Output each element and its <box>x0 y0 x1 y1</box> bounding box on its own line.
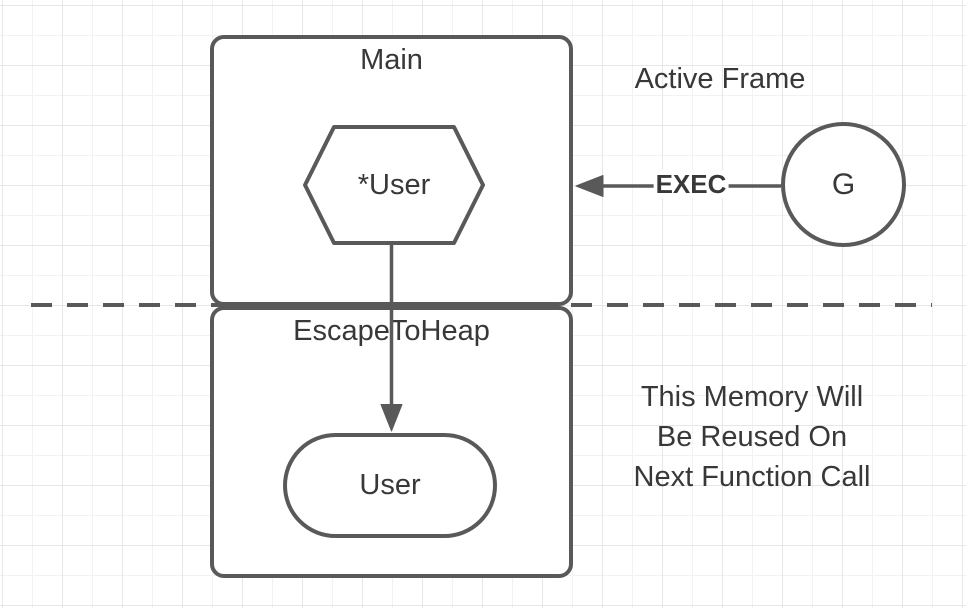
memory-reuse-line-1: This Memory Will <box>640 381 864 413</box>
user-value-pill: User <box>283 433 497 538</box>
memory-reuse-annotation: This Memory Will Be Reused On Next Funct… <box>634 377 871 497</box>
pointer-hexagon-label: *User <box>357 168 431 201</box>
memory-reuse-line-3: Next Function Call <box>633 461 871 493</box>
user-value-label: User <box>359 469 421 501</box>
main-frame-title: Main <box>360 44 423 76</box>
memory-reuse-line-2: Be Reused On <box>656 421 848 453</box>
exec-arrow-label: EXEC <box>653 169 729 199</box>
goroutine-label: G <box>831 167 856 201</box>
active-frame-annotation: Active Frame <box>634 63 806 95</box>
hexagon-shape <box>303 125 485 245</box>
goroutine-circle: G <box>781 122 906 247</box>
pointer-hexagon-node: *User <box>303 125 485 245</box>
escape-frame-title: EscapeToHeap <box>293 315 490 347</box>
